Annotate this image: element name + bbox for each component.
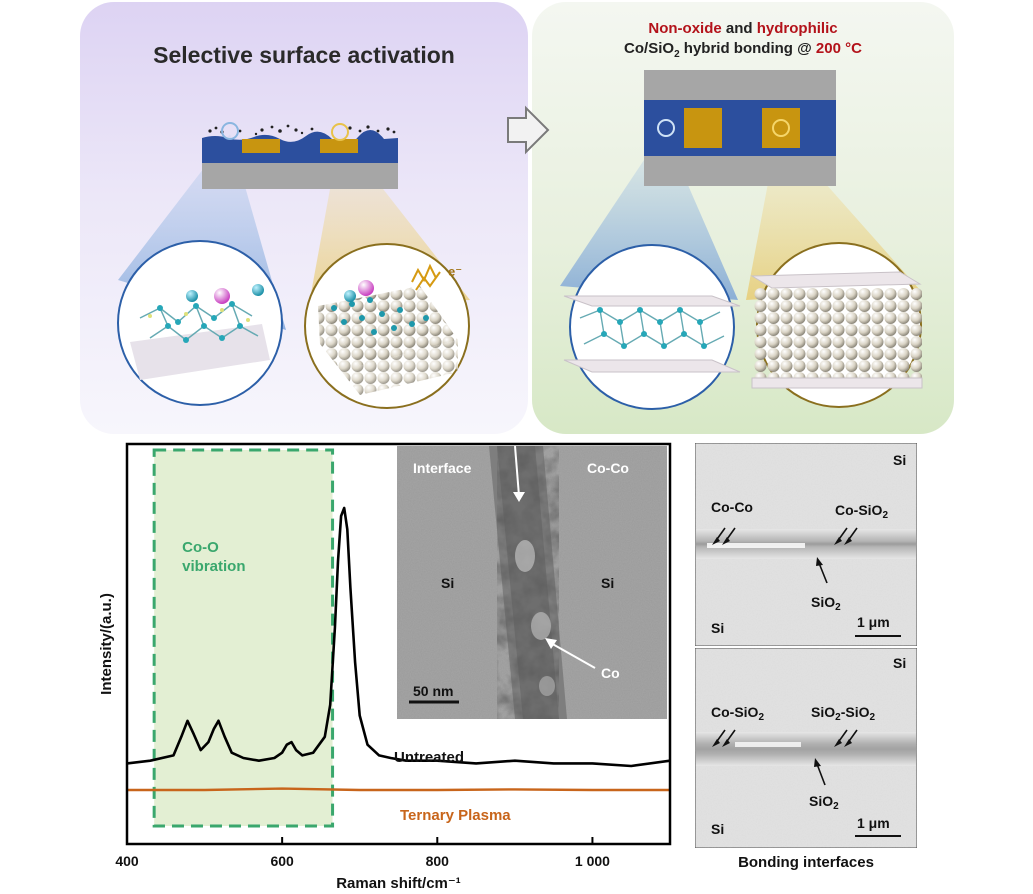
tem-scale-label: 50 nm [413, 683, 453, 699]
sem-bottom-scale-label: 1 μm [857, 815, 890, 831]
right-sio2-bonded-zoom [563, 244, 741, 410]
sem-bottom-label-co-sio2: Co-SiO2 [711, 704, 764, 723]
sem-top-label-co-sio2: Co-SiO2 [835, 502, 888, 521]
title-non-oxide: Non-oxide [648, 20, 722, 37]
sem-top-si-top: Si [893, 452, 906, 468]
chart-axes [125, 442, 672, 846]
sem-top-scale-label: 1 μm [857, 614, 890, 630]
left-sio2-zoom-circle [117, 240, 283, 406]
tem-label-si-left: Si [441, 575, 454, 591]
sem-bottom-si-top: Si [893, 655, 906, 671]
tem-label-interface: Interface [413, 460, 472, 476]
title-hybrid-bonding: hybrid bonding @ [679, 40, 816, 57]
sem-bottom-label-sio2: SiO2 [809, 793, 839, 812]
title-hydrophilic: hydrophilic [756, 20, 838, 37]
tem-interface-arrow [514, 446, 520, 497]
sem-caption: Bonding interfaces [738, 854, 874, 871]
series-label-untreated: Untreated [394, 749, 464, 766]
title-cosio: Co/SiO [624, 40, 675, 57]
title-temperature: 200 °C [815, 40, 862, 57]
left-panel-title: Selective surface activation [153, 42, 455, 68]
right-panel-title-line2: Co/SiO2 hybrid bonding @ 200 °C [532, 40, 954, 60]
title-sub-2: 2 [674, 49, 680, 60]
highlight-rect [152, 448, 335, 828]
x-tick-label-2: 800 [426, 853, 450, 869]
sem-top-label-coco: Co-Co [711, 499, 753, 515]
co-o-vibration-region [152, 448, 335, 828]
sem-bottom-label-sio2-sio2: SiO2-SiO2 [811, 704, 875, 723]
tem-inset-image: Interface Co-Co Si Si Co 50 nm [397, 446, 667, 719]
right-co-bonded-zoom [750, 242, 923, 408]
y-axis-label: Intensity/(a.u.) [98, 593, 115, 695]
right-device-stack [644, 70, 836, 186]
tem-label-coco: Co-Co [587, 460, 629, 476]
chart-series-layer [126, 506, 671, 792]
x-tick-label-0: 400 [115, 853, 139, 869]
left-co-zoom-circle [304, 243, 470, 409]
sem-image-bottom: Si Si Co-SiO2 SiO2-SiO2 SiO2 1 μm [695, 648, 917, 848]
sem-bottom-si-bottom: Si [711, 821, 724, 837]
sem-top-si-bottom: Si [711, 620, 724, 636]
electron-label: e⁻ [448, 264, 462, 279]
right-panel-title-line1: Non-oxide and hydrophilic [532, 20, 954, 37]
chart-ticks: 400 600 800 1 000 [115, 837, 610, 869]
schematic-illustration: e⁻ [117, 70, 923, 410]
sem-image-top: Si Si Co-Co Co-SiO2 SiO2 1 μm [695, 443, 917, 646]
left-device-stack [202, 122, 398, 189]
tem-label-si-right: Si [601, 575, 614, 591]
sem-top-label-sio2: SiO2 [811, 594, 841, 613]
tem-label-co: Co [601, 665, 620, 681]
plot-frame [125, 442, 672, 846]
tem-co-arrow [548, 641, 596, 669]
x-tick-label-1: 600 [270, 853, 294, 869]
x-axis-label: Raman shift/cm⁻¹ [336, 875, 461, 892]
series-label-ternary-plasma: Ternary Plasma [400, 807, 511, 824]
series-line-1 [127, 787, 670, 792]
region-label-co-o: Co-O [182, 539, 219, 556]
title-and: and [721, 20, 757, 37]
series-line-0 [126, 506, 671, 768]
process-arrow-icon [507, 105, 550, 155]
x-tick-label-3: 1 000 [575, 853, 610, 869]
region-label-vibration: vibration [182, 558, 245, 575]
